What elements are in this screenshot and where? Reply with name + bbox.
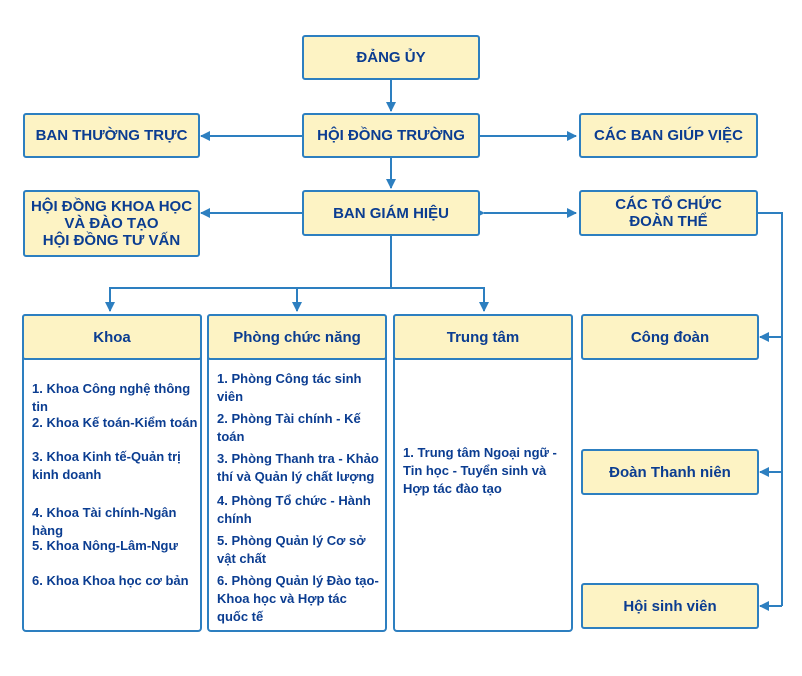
hoi-sinh-vien-label: Hội sinh viên (623, 597, 717, 615)
khoa-title: Khoa (93, 328, 131, 346)
ban-giam-hieu-label: BAN GIÁM HIỆU (333, 204, 449, 222)
trung-tam-list: 1. Trung tâm Ngoại ngữ -Tin học - Tuyển … (403, 444, 571, 514)
dang-uy-box: ĐẢNG ỦY (302, 35, 480, 80)
list-item: 6. Phòng Quản lý Đào tạo-Khoa học và Hợp… (217, 573, 379, 624)
khoa-header: Khoa (22, 314, 202, 360)
list-item: 1. Khoa Công nghệ thông tin (32, 381, 191, 414)
trung-tam-column: Trung tâm 1. Trung tâm Ngoại ngữ -Tin họ… (393, 314, 573, 632)
hoi-dong-khoa-hoc-box: HỘI ĐỒNG KHOA HỌC VÀ ĐÀO TẠO HỘI ĐỒNG TƯ… (23, 190, 200, 257)
hdkh-line-3: HỘI ĐỒNG TƯ VẤN (42, 232, 181, 249)
list-item: 6. Khoa Khoa học cơ bản (32, 573, 189, 588)
trung-tam-title: Trung tâm (446, 328, 520, 346)
ban-thuong-truc-box: BAN THƯỜNG TRỰC (23, 113, 200, 158)
khoa-column: Khoa 1. Khoa Công nghệ thông tin 2. Khoa… (22, 314, 202, 632)
phong-title: Phòng chức năng (233, 328, 361, 346)
hdkh-line-2: VÀ ĐÀO TẠO (64, 215, 159, 232)
phong-header: Phòng chức năng (207, 314, 387, 360)
list-item: 5. Khoa Nông-Lâm-Ngư (32, 538, 178, 553)
hoi-dong-truong-box: HỘI ĐỒNG TRƯỜNG (302, 113, 480, 158)
list-item: 1. Trung tâm Ngoại ngữ -Tin học - Tuyển … (403, 445, 557, 496)
trung-tam-header: Trung tâm (393, 314, 573, 360)
cong-doan-label: Công đoàn (630, 328, 710, 346)
ctc-line-2: ĐOÀN THỂ (629, 213, 708, 230)
ban-giam-hieu-box: BAN GIÁM HIỆU (302, 190, 480, 236)
list-item: 2. Khoa Kế toán-Kiểm toán (32, 415, 198, 430)
doan-thanh-nien-label: Đoàn Thanh niên (609, 463, 731, 481)
hdkh-line-1: HỘI ĐỒNG KHOA HỌC (30, 198, 193, 215)
bgh-trunk (105, 236, 392, 312)
cac-ban-giup-viec-box: CÁC BAN GIÚP VIỆC (579, 113, 758, 158)
ctc-line-1: CÁC TỔ CHỨC (615, 196, 722, 213)
ctc-right-bus (758, 212, 783, 606)
cac-ban-giup-viec-label: CÁC BAN GIÚP VIỆC (594, 127, 743, 144)
hoi-dong-truong-label: HỘI ĐỒNG TRƯỜNG (317, 127, 465, 144)
cac-to-chuc-doan-the-box: CÁC TỔ CHỨC ĐOÀN THỂ (579, 190, 758, 236)
khoa-list: 1. Khoa Công nghệ thông tin 2. Khoa Kế t… (32, 380, 200, 620)
cong-doan-box: Công đoàn (581, 314, 759, 360)
arrow-to-trungtam (391, 287, 489, 312)
dang-uy-label: ĐẢNG ỦY (356, 49, 426, 66)
hoi-sinh-vien-box: Hội sinh viên (581, 583, 759, 629)
ban-thuong-truc-label: BAN THƯỜNG TRỰC (35, 127, 188, 144)
list-item: 4. Khoa Tài chính-Ngân hàng (32, 505, 177, 538)
doan-thanh-nien-box: Đoàn Thanh niên (581, 449, 759, 495)
